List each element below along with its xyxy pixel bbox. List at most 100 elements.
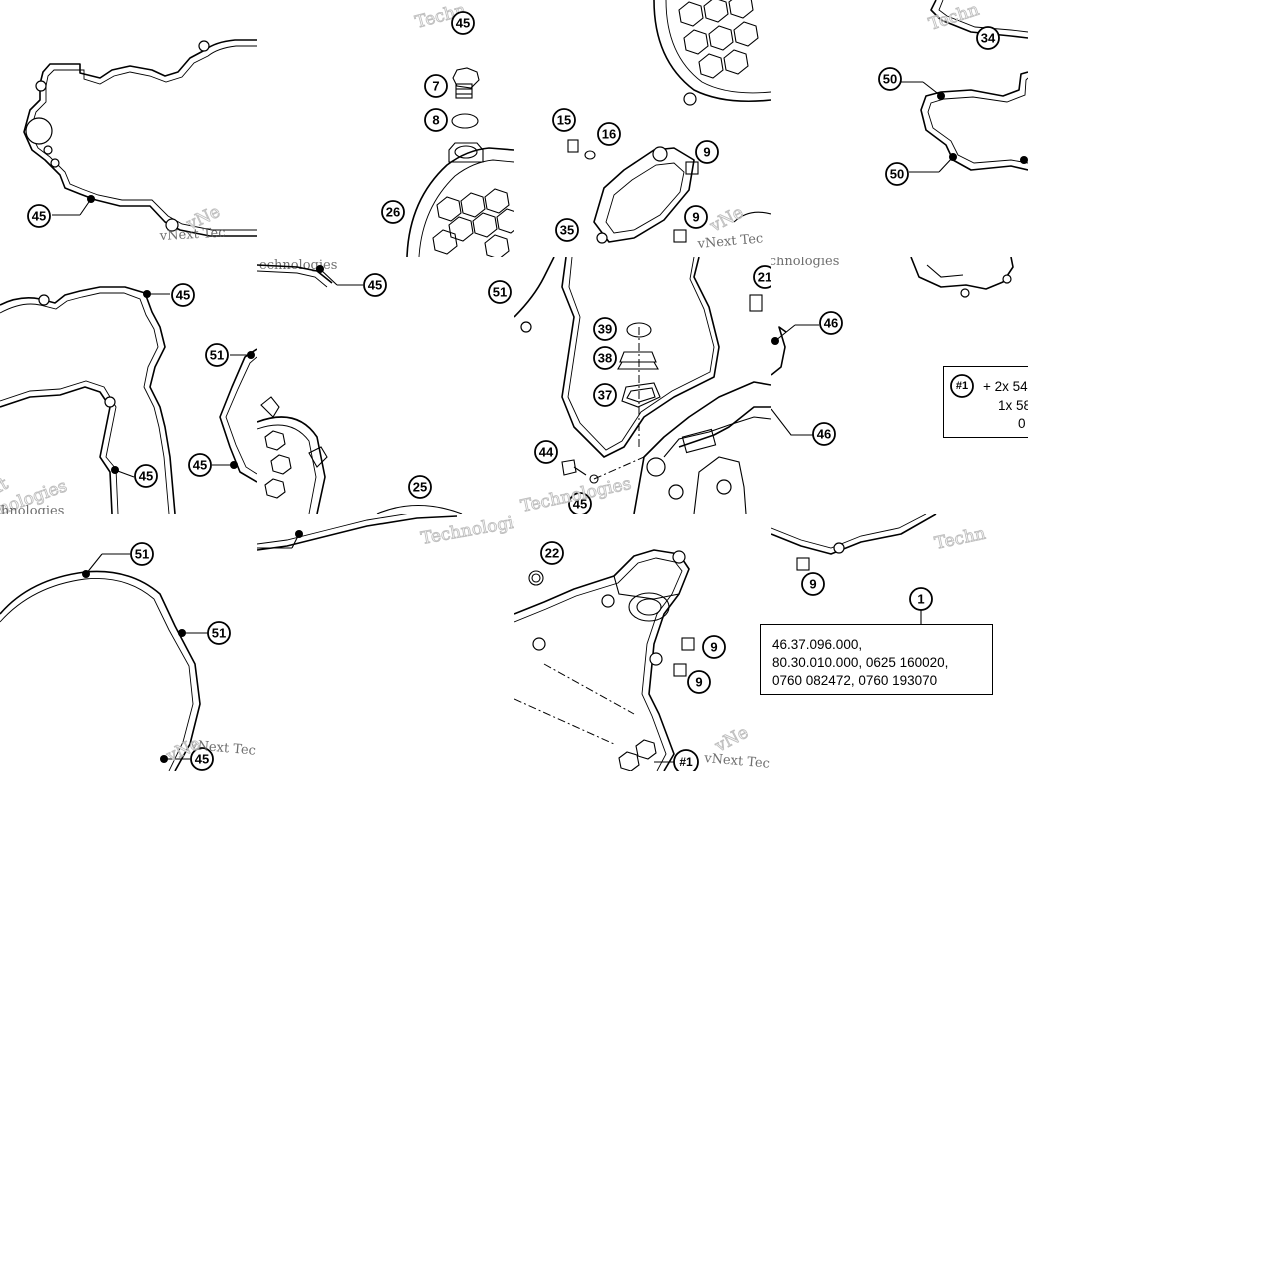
svg-text:37: 37: [598, 388, 612, 403]
tile-r1c2: Techn 45 7 8 26: [257, 0, 514, 257]
watermark: vNe: [706, 203, 747, 237]
svg-text:21: 21: [758, 270, 771, 285]
tile-r3c1: 51 51 45 vNext Tec vNe: [0, 514, 257, 771]
svg-text:45: 45: [456, 16, 470, 31]
callout-38: 38: [593, 346, 617, 370]
ignition-cover-drawing: echnologies 45 51 25: [257, 258, 512, 514]
svg-text:9: 9: [710, 640, 717, 655]
tile-r1c1: 45 vNext Tec vNe: [0, 0, 257, 257]
svg-text:45: 45: [193, 458, 207, 473]
svg-text:26: 26: [386, 205, 400, 220]
tile-r1c4: Techn 34 50 50: [771, 0, 1028, 257]
svg-text:9: 9: [703, 145, 710, 160]
watermark: vNext Tec: [703, 751, 771, 771]
callout-51: 51: [488, 280, 512, 304]
svg-text:9: 9: [809, 577, 816, 592]
svg-text:34: 34: [981, 31, 996, 46]
callout-16: 16: [597, 122, 621, 146]
callout-9: 9: [801, 572, 825, 596]
callout-26: 26: [381, 200, 405, 224]
svg-text:8: 8: [432, 113, 439, 128]
watermark: vNext Tec: [189, 738, 257, 759]
svg-text:38: 38: [598, 351, 612, 366]
watermark: vNext Tec: [158, 226, 225, 244]
ring-gasket-drawing: 51 51 45 vNext Tec vNe: [0, 542, 257, 771]
set-note-line: 0: [1018, 416, 1026, 431]
part-number-box: [760, 624, 993, 695]
callout-45: 45: [568, 492, 592, 514]
tile-r2c2: echnologies 45 51 25: [257, 257, 514, 514]
callout-51: 51: [130, 542, 154, 566]
set-note-drawing: echnologies 46 46: [771, 257, 1014, 446]
svg-text:46: 46: [817, 427, 831, 442]
callout-46: 46: [812, 422, 836, 446]
svg-text:44: 44: [539, 445, 554, 460]
svg-text:9: 9: [692, 210, 699, 225]
svg-text:39: 39: [598, 322, 612, 337]
part-number-line: 0760 082472, 0760 193070: [772, 673, 938, 688]
callout-22: 22: [540, 541, 564, 565]
svg-text:45: 45: [368, 278, 382, 293]
svg-text:1: 1: [917, 592, 924, 607]
svg-text:22: 22: [545, 546, 559, 561]
svg-text:51: 51: [135, 547, 149, 562]
callout-34: 34: [976, 26, 1000, 50]
svg-text:50: 50: [890, 167, 904, 182]
part-number-line: 80.30.010.000, 0625 160020,: [772, 655, 949, 670]
callout-51: 51: [207, 621, 231, 645]
callout-45: 45: [190, 747, 214, 771]
water-pump-cover-drawing: 15 16 9 9 35 vNext Tec vNe: [552, 0, 771, 252]
callout-9: 9: [702, 635, 726, 659]
tile-r1c3: 15 16 9 9 35 vNext Tec vNe: [514, 0, 771, 257]
clutch-cover-drawing: 22 9 9 #1 vNext Tec vNe: [514, 541, 771, 771]
svg-text:16: 16: [602, 127, 616, 142]
pump-housing-drawing: 39 38 37 21 44 45 xt Technologies: [514, 257, 771, 514]
watermark: echnologies: [771, 257, 839, 269]
svg-text:7: 7: [432, 79, 439, 94]
gasket-right-drawing: Techn 34 50 50: [878, 0, 1028, 186]
watermark: Technologies: [419, 514, 514, 549]
svg-text:9: 9: [695, 675, 702, 690]
gasket-outline-drawing: 45 vNext Tec vNe: [23, 39, 257, 244]
callout-50: 50: [878, 67, 902, 91]
blank-area: [1028, 0, 1285, 771]
svg-text:25: 25: [413, 480, 427, 495]
callout-45: 45: [451, 11, 475, 35]
watermark: Techn: [926, 0, 981, 35]
callout-9: 9: [695, 140, 719, 164]
svg-text:#1: #1: [956, 380, 968, 392]
callout-15: 15: [552, 108, 576, 132]
svg-text:35: 35: [560, 223, 574, 238]
callout-9: 9: [684, 205, 708, 229]
callout-25: 25: [408, 475, 432, 499]
callout-45: 45: [171, 283, 195, 307]
callout-set: #1: [673, 749, 699, 771]
callout-45: 45: [188, 453, 212, 477]
svg-text:45: 45: [176, 288, 190, 303]
set-note-line: 1x 58: [998, 398, 1032, 413]
callout-45: 45: [27, 204, 51, 228]
watermark: echnologies: [0, 504, 64, 514]
tile-r2c1: 45 45 51 45 xt echnologies echnologies: [0, 257, 257, 514]
svg-text:50: 50: [883, 72, 897, 87]
callout-9: 9: [687, 670, 711, 694]
callout-45: 45: [134, 464, 158, 488]
svg-text:#1: #1: [679, 755, 693, 769]
callout-35: 35: [555, 218, 579, 242]
callout-46: 46: [819, 311, 843, 335]
callout-7: 7: [424, 74, 448, 98]
callout-44: 44: [534, 440, 558, 464]
svg-text:46: 46: [824, 316, 838, 331]
callout-50: 50: [885, 162, 909, 186]
gasket-outline-drawing: 45 45 51 45 xt echnologies echnologies: [0, 283, 257, 514]
svg-text:45: 45: [573, 497, 587, 512]
svg-text:45: 45: [139, 469, 153, 484]
part-number-line: 46.37.096.000,: [772, 637, 863, 652]
watermark: vNext Tec: [696, 231, 764, 252]
callout-45: 45: [363, 273, 387, 297]
svg-text:51: 51: [212, 626, 226, 641]
set-note-line: + 2x 54: [983, 379, 1028, 394]
set-badge: #1: [950, 374, 974, 398]
cover-with-screen-drawing: Techn 45 7 8 26: [381, 0, 514, 257]
